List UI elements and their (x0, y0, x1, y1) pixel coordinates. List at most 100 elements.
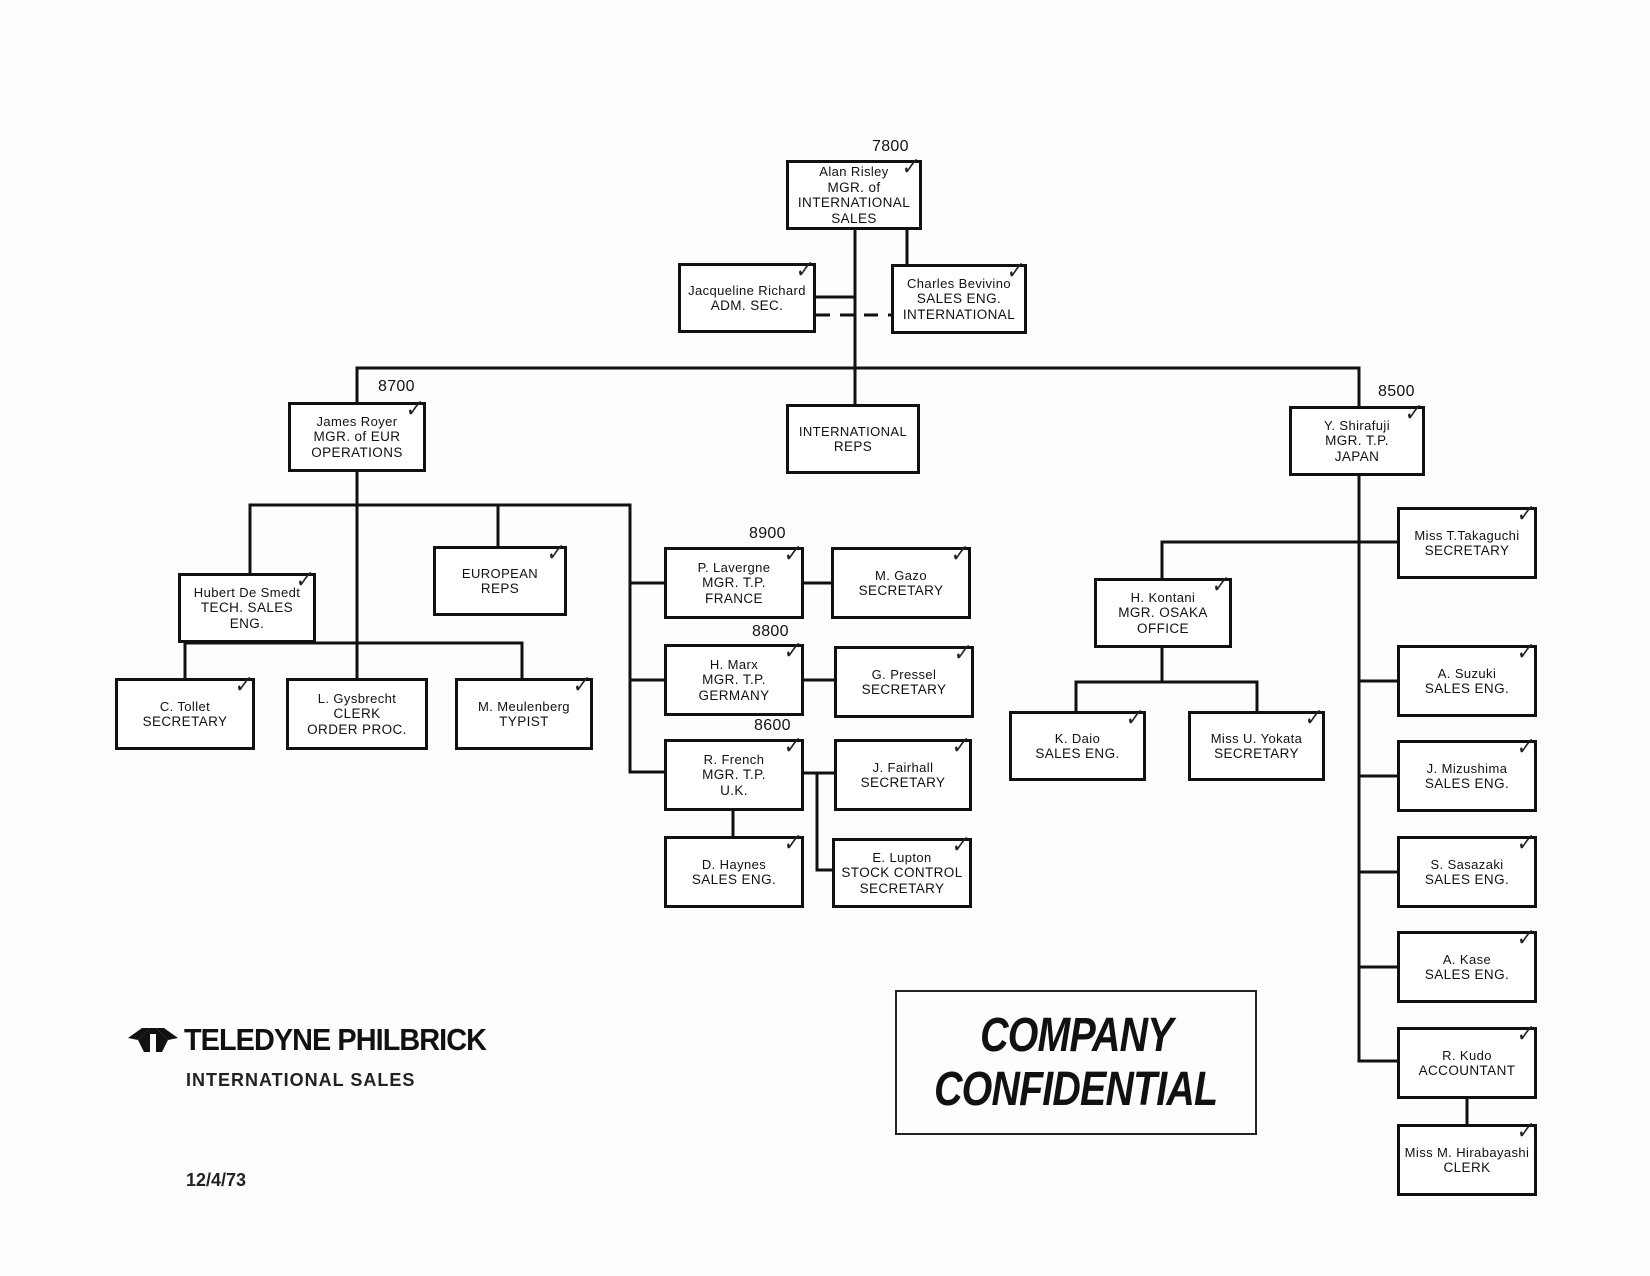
stamp-line-2: CONFIDENTIAL (934, 1062, 1218, 1116)
node-name: EUROPEAN (461, 565, 539, 581)
company-logo: TELEDYNE PHILBRICK (128, 1022, 509, 1058)
node-title: MGR. T.P. (702, 767, 766, 783)
department-title: INTERNATIONAL SALES (186, 1070, 416, 1090)
node-name: J. Mizushima (1426, 760, 1508, 776)
node-title: CLERK (1443, 1160, 1491, 1175)
node-name: Hubert De Smedt (193, 584, 301, 600)
node-title: MGR. of EUR (313, 429, 401, 445)
node-title: SALES ENG. (691, 872, 777, 887)
node-name: R. French (703, 751, 765, 767)
node-title: MGR. T.P. (1325, 433, 1389, 449)
node-title: TECH. SALES (200, 600, 294, 616)
node-name: INTERNATIONAL (798, 423, 908, 439)
connector-japan-osaka (1160, 540, 1397, 578)
node-title: INTERNATIONAL (797, 195, 911, 210)
node-title: ADM. SEC. (710, 298, 784, 313)
node-title: SECRETARY (859, 880, 945, 896)
node-title: SECRETARY (1214, 746, 1299, 761)
node-title: SALES ENG. (1424, 776, 1510, 791)
check-mark-icon: ✓ (947, 539, 970, 568)
check-mark-icon: ✓ (1513, 499, 1536, 528)
node-title: SALES ENG. (1035, 746, 1120, 761)
node-name: C. Tollet (159, 698, 211, 714)
check-mark-icon: ✓ (1208, 570, 1231, 599)
node-title: MGR. T.P. (702, 672, 766, 688)
check-mark-icon: ✓ (1301, 703, 1324, 732)
check-mark-icon: ✓ (569, 670, 592, 699)
teledyne-logo-icon (128, 1028, 178, 1052)
node-name: G. Pressel (871, 666, 937, 682)
node-name: Charles Bevivino (907, 275, 1011, 291)
node-name: Miss M. Hirabayashi (1404, 1144, 1530, 1160)
dept-code-france: 8900 (749, 525, 786, 542)
node-title: SECRETARY (858, 583, 944, 598)
node-title: SECRETARY (860, 775, 946, 790)
node-title: CLERK (333, 706, 381, 722)
dept-code-japan: 8500 (1378, 383, 1415, 400)
node-name: H. Kontani (1130, 589, 1196, 605)
dept-code-uk: 8600 (754, 717, 791, 734)
node-title: JAPAN (1334, 448, 1380, 464)
dept-code-europe: 8700 (378, 378, 415, 395)
node-name: L. Gysbrecht (317, 690, 397, 706)
node-title: MGR. OSAKA (1118, 605, 1208, 621)
connector-europe-branch (248, 503, 664, 774)
check-mark-icon: ✓ (1513, 637, 1536, 666)
node-title: STOCK CONTROL (841, 865, 963, 881)
node-title: ACCOUNTANT (1418, 1063, 1516, 1078)
check-mark-icon: ✓ (292, 565, 315, 594)
node-title: REPS (833, 439, 873, 454)
node-title: SALES ENG. (1424, 872, 1510, 887)
node-name: R. Kudo (1442, 1047, 1492, 1063)
node-name: A. Kase (1442, 951, 1492, 967)
dept-code-germany: 8800 (752, 623, 789, 640)
node-title: SECRETARY (1424, 543, 1510, 558)
document-date: 12/4/73 (186, 1170, 247, 1190)
check-mark-icon: ✓ (543, 538, 566, 567)
node-title: SALES ENG. (1424, 967, 1510, 982)
check-mark-icon: ✓ (948, 830, 971, 859)
node-name: M. Gazo (875, 567, 927, 583)
node-name: M. Meulenberg (478, 698, 570, 714)
node-title: OPERATIONS (311, 444, 403, 460)
connector-japan-stem (1357, 476, 1397, 1063)
node-title: SECRETARY (861, 682, 947, 697)
confidential-stamp: COMPANY CONFIDENTIAL (895, 990, 1257, 1135)
connector-osaka-daio (1074, 648, 1164, 711)
node-name: H. Marx (709, 656, 759, 672)
check-mark-icon: ✓ (792, 255, 815, 284)
check-mark-icon: ✓ (1513, 1116, 1536, 1145)
node-title: FRANCE (705, 590, 763, 606)
node-title: GERMANY (698, 687, 770, 703)
node-name: S. Sasazaki (1430, 856, 1504, 872)
node-name: Jacqueline Richard (688, 282, 806, 298)
check-mark-icon: ✓ (950, 638, 973, 667)
node-name: Miss T.Takaguchi (1414, 527, 1520, 543)
node-title: REPS (480, 581, 520, 596)
check-mark-icon: ✓ (780, 731, 803, 760)
node-title: U.K. (720, 782, 748, 798)
